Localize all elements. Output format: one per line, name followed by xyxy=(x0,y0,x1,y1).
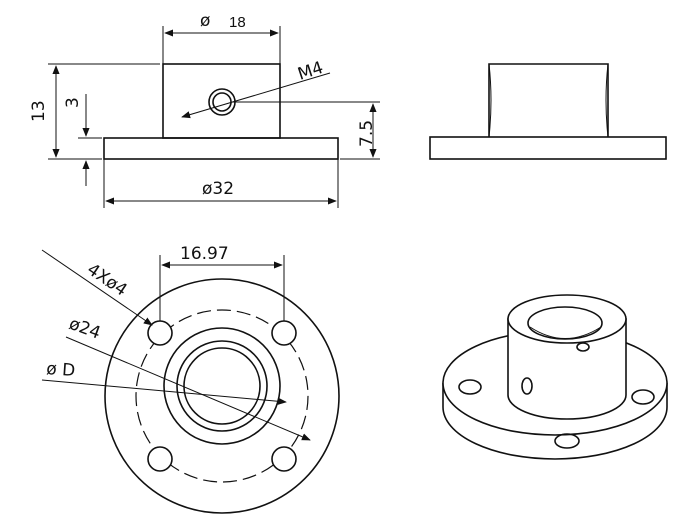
iso-set-screw xyxy=(521,377,533,395)
dim-dD-label: ø D xyxy=(46,359,76,381)
bore-inner xyxy=(183,347,261,425)
dim-d18-symbol: ø xyxy=(200,11,210,31)
iso-hub-top xyxy=(507,294,627,344)
side-hub xyxy=(488,63,609,137)
flange-outline xyxy=(104,278,340,514)
mount-hole xyxy=(271,320,297,346)
bore-outer xyxy=(176,340,268,432)
hub-outer-circle xyxy=(163,327,281,445)
side-view xyxy=(429,63,667,160)
dim-d18-value: 18 xyxy=(229,14,246,31)
dim-16-97-label: 16.97 xyxy=(180,244,229,264)
side-flange xyxy=(429,136,667,160)
iso-set-screw-inner xyxy=(576,342,590,352)
iso-mount-hole xyxy=(631,389,655,405)
front-hub xyxy=(162,63,281,139)
iso-mount-hole xyxy=(458,379,482,395)
front-flange xyxy=(103,137,339,160)
dim-7-5-label: 7.5 xyxy=(357,120,377,147)
iso-mount-hole xyxy=(554,433,580,449)
dim-3-label: 3 xyxy=(63,97,83,108)
mount-hole xyxy=(271,446,297,472)
bolt-circle xyxy=(135,309,309,483)
dim-13-label: 13 xyxy=(29,100,49,122)
dim-m4-label: M4 xyxy=(295,58,325,85)
set-screw-hole-inner xyxy=(212,92,232,112)
isometric-view xyxy=(442,294,668,460)
mount-hole xyxy=(147,446,173,472)
front-view: ø 18 M4 13 3 7.5 ø32 xyxy=(29,11,380,208)
dim-d32-label: ø32 xyxy=(202,179,234,199)
top-view: 16.97 4Xø4 ø24 ø D xyxy=(41,244,340,514)
